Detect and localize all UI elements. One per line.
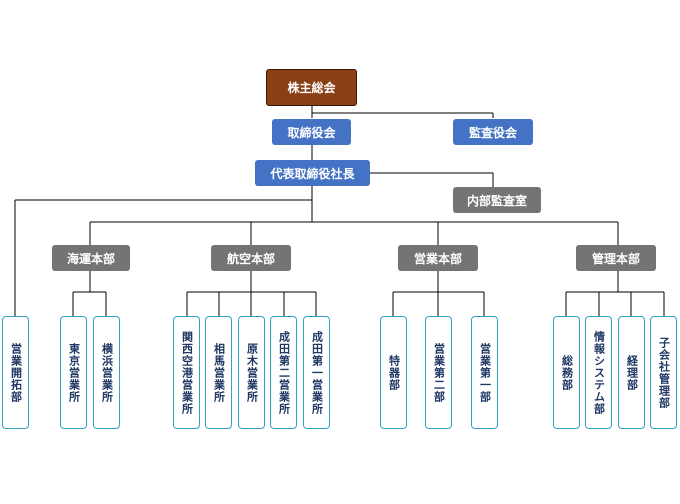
unit-information-systems: 情報システム部	[585, 316, 612, 429]
unit-yokohama-office: 横浜営業所	[93, 316, 120, 429]
unit-general-affairs: 総務部	[553, 316, 580, 429]
unit-sales-development: 営業開拓部	[2, 316, 29, 429]
shareholders-meeting-box: 株主総会	[266, 69, 357, 106]
unit-sales-1: 営業第一部	[471, 316, 498, 429]
unit-sales-2: 営業第二部	[425, 316, 452, 429]
unit-accounting: 経理部	[618, 316, 645, 429]
internal-audit-box: 内部監査室	[453, 187, 541, 213]
president-box: 代表取締役社長	[255, 160, 370, 186]
board-of-auditors-box: 監査役会	[453, 119, 533, 145]
unit-special-equipment: 特器部	[380, 316, 407, 429]
division-shipping: 海運本部	[52, 245, 130, 271]
unit-kansai-airport-office: 関西空港営業所	[173, 316, 200, 429]
unit-tokyo-office: 東京営業所	[60, 316, 87, 429]
unit-subsidiary-management: 子会社管理部	[650, 316, 677, 429]
unit-narita-2-office: 成田第二営業所	[270, 316, 297, 429]
unit-baraki-office: 原木営業所	[238, 316, 265, 429]
unit-soma-office: 相馬営業所	[205, 316, 232, 429]
division-admin: 管理本部	[576, 245, 656, 271]
division-aviation: 航空本部	[211, 245, 291, 271]
division-sales: 営業本部	[398, 245, 478, 271]
unit-narita-1-office: 成田第一営業所	[303, 316, 330, 429]
board-of-directors-box: 取締役会	[272, 119, 351, 145]
